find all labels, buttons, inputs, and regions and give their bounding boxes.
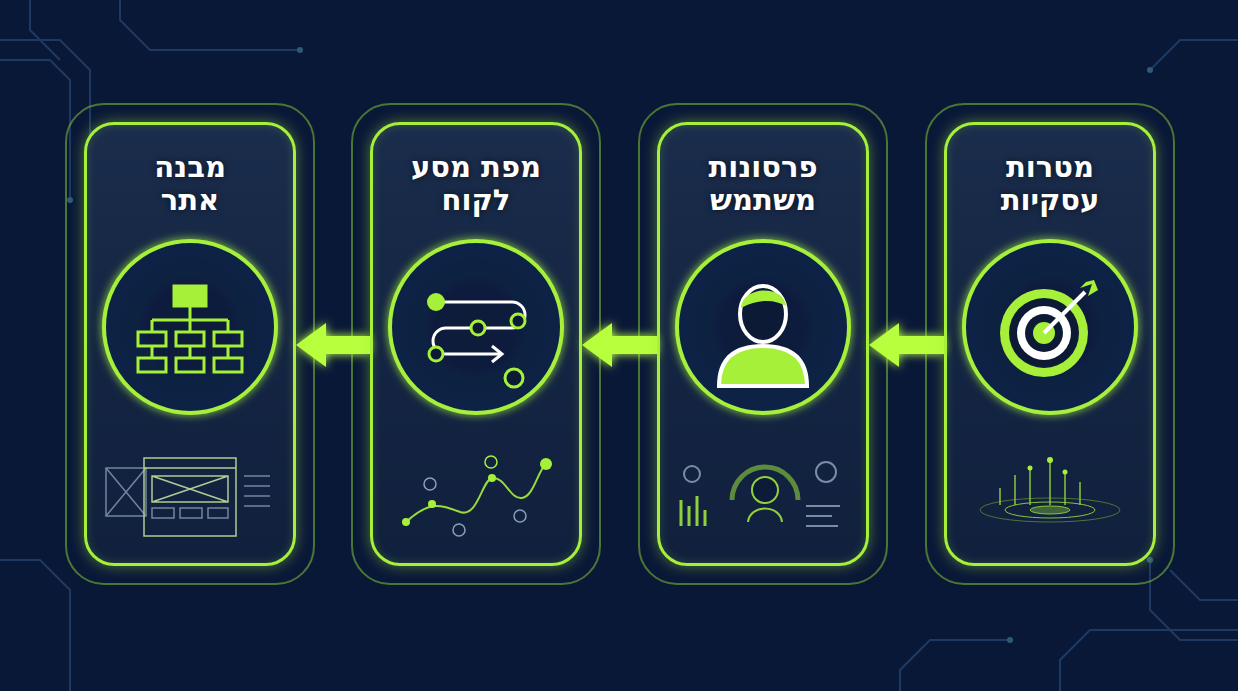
- stage-panel: מבנה אתר: [84, 122, 296, 566]
- stage-panel: מטרות עסקיות: [944, 122, 1156, 566]
- panel-title: מפת מסע לקוח: [386, 151, 566, 218]
- flow-arrow: [296, 323, 370, 367]
- stage-panel: מפת מסע לקוח: [370, 122, 582, 566]
- flow-arrow: [869, 323, 944, 367]
- flow-arrow: [582, 323, 657, 367]
- panel-title: מבנה אתר: [130, 151, 250, 218]
- panel-title: מטרות עסקיות: [960, 151, 1140, 218]
- panel-title: פרסונות משתמש: [668, 151, 858, 218]
- stage-panel: פרסונות משתמש: [657, 122, 869, 566]
